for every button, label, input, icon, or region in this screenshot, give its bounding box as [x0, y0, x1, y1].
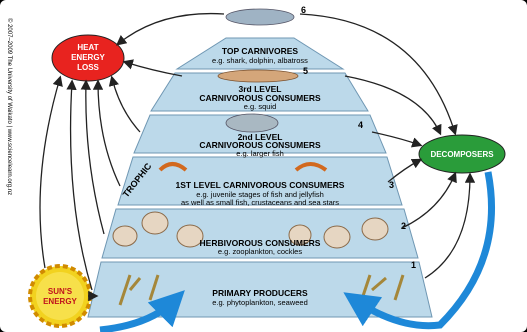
sun-line2: ENERGY	[43, 297, 77, 306]
level-1-title: PRIMARY PRODUCERS	[212, 288, 308, 298]
arrow-3-to-heat	[98, 82, 120, 186]
level-number-3: 3	[389, 180, 394, 190]
arrow-sun-to-heat	[40, 78, 60, 268]
cockle-icon	[324, 226, 350, 248]
arrow-2-to-decomposers	[402, 174, 455, 228]
heat-loss-line1: HEAT	[77, 43, 98, 52]
arrow-1-to-decomposers	[425, 175, 470, 278]
dolphin-icon	[226, 9, 294, 25]
arrow-1-to-heat	[71, 82, 92, 290]
fish-icon	[226, 114, 278, 132]
level-2-example: e.g. zooplankton, cockles	[218, 247, 302, 256]
heat-energy-loss: HEAT ENERGY LOSS	[52, 35, 124, 81]
sun-energy: SUN'S ENERGY	[30, 266, 90, 326]
arrow-5-to-heat	[125, 62, 182, 76]
heat-loss-line2: ENERGY	[71, 53, 105, 62]
cockle-icon	[113, 226, 137, 246]
squid-icon	[218, 70, 298, 82]
level-6-title: TOP CARNIVORES	[222, 46, 299, 56]
cockle-icon	[142, 212, 168, 234]
arrow-3-to-decomposers	[388, 160, 420, 182]
level-3-example-2: as well as small fish, crustaceans and s…	[181, 198, 339, 207]
heat-loss-line3: LOSS	[77, 63, 99, 72]
cockle-icon	[362, 218, 388, 240]
level-number-5: 5	[303, 66, 308, 76]
level-5-example: e.g. squid	[244, 102, 277, 111]
level-1-example: e.g. phytoplankton, seaweed	[212, 298, 308, 307]
arrow-6-to-heat	[118, 14, 224, 44]
sun-core	[36, 272, 84, 320]
level-4-example: e.g. larger fish	[236, 149, 284, 158]
level-3-title: 1ST LEVEL CARNIVOROUS CONSUMERS	[176, 180, 345, 190]
level-number-1: 1	[411, 260, 416, 270]
copyright-text: © 2007–2009 The University of Waikato | …	[6, 18, 13, 195]
decomposers-label: DECOMPOSERS	[430, 150, 494, 159]
level-number-4: 4	[358, 120, 363, 130]
arrow-4-to-heat	[112, 78, 140, 132]
decomposers: DECOMPOSERS	[419, 135, 505, 173]
level-6-example: e.g. shark, dolphin, albatross	[212, 56, 308, 65]
arrow-2-to-heat	[86, 82, 104, 234]
sun-line1: SUN'S	[48, 287, 73, 296]
